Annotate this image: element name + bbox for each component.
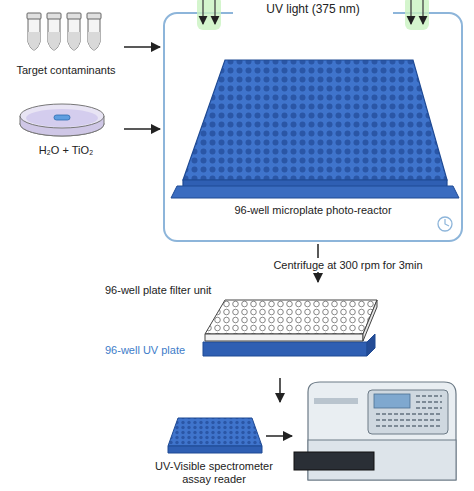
tio2-dish: H₂O + TiO₂ — [10, 96, 122, 162]
tio2-dish-art — [10, 96, 122, 142]
flow-arrow — [279, 378, 281, 402]
node-sublabel: 96-well UV plate — [105, 344, 201, 357]
node-label: 96-well plate filter unit — [105, 284, 245, 297]
plate-arrow — [266, 435, 292, 437]
small-plate — [168, 418, 262, 453]
edge-label: Centrifuge at 300 rpm for 3min — [270, 258, 425, 272]
contaminant-tubes-art — [10, 8, 122, 60]
flow-arrow — [124, 128, 160, 130]
node-label: Target contaminants — [10, 64, 122, 77]
node-label: UV light (375 nm) — [233, 3, 393, 17]
flow-arrow — [124, 46, 160, 48]
spectrometer-reader: UV-Visible spectrometer assay reader — [150, 404, 464, 488]
filter-plate-stack-art — [105, 284, 375, 376]
node-sublabel: 96-well microplate photo-reactor — [203, 204, 423, 217]
node-label: H₂O + TiO₂ — [10, 144, 122, 157]
spectrometer-reader-art — [294, 380, 462, 486]
node-label: UV-Visible spectrometer assay reader — [150, 460, 278, 485]
filter-plate-stack: 96-well plate filter unit 96-well UV plat… — [105, 284, 375, 376]
contaminant-tubes: Target contaminants — [10, 8, 122, 86]
photo-reactor-box: UV light (375 nm)96-well microplate phot… — [163, 12, 463, 242]
